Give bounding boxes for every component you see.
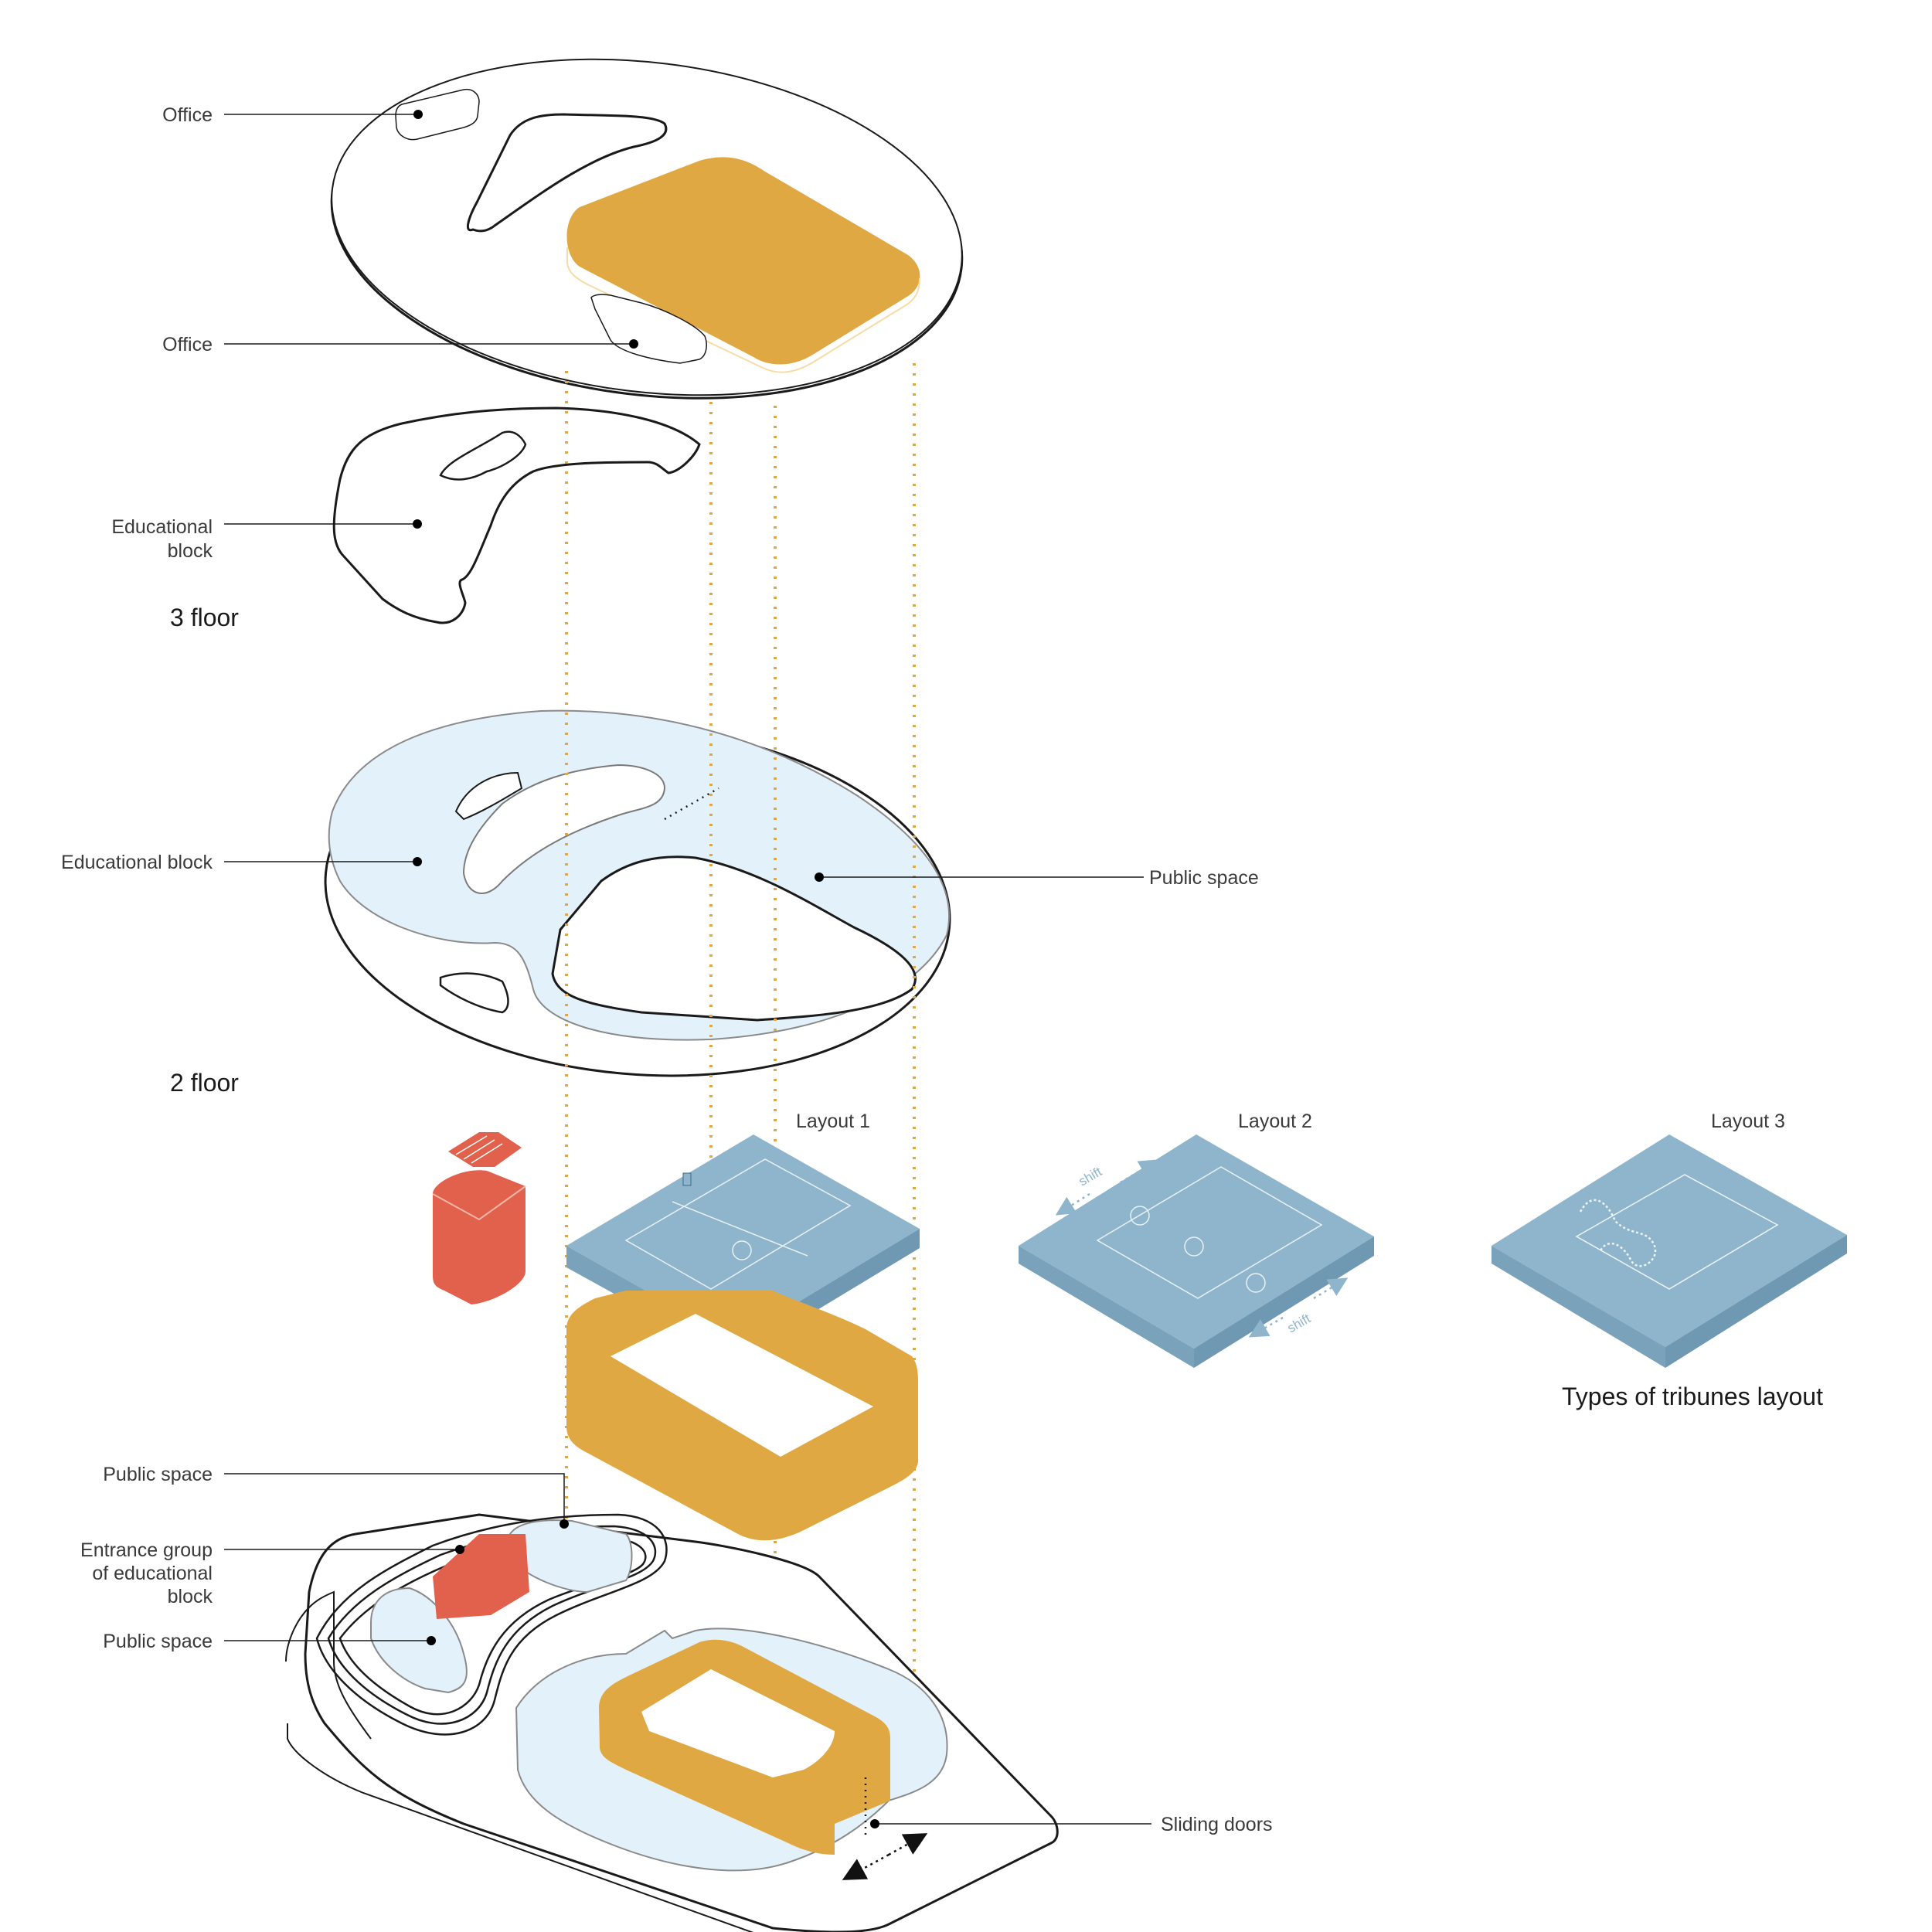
alignment-lines <box>565 363 916 1700</box>
tribune-layout-3 <box>1492 1134 1847 1368</box>
floor-2-corner-void <box>439 972 509 1014</box>
entrance-group-red <box>433 1534 529 1619</box>
floor-3-void <box>466 113 668 233</box>
floor-3-hall-edge <box>566 247 920 373</box>
label-educational-3-line2: block <box>168 540 213 562</box>
tribune-2-right-face <box>1194 1236 1374 1368</box>
educational-void <box>439 430 527 481</box>
orange-hall <box>566 1291 918 1541</box>
floor-2-small-void <box>454 771 523 821</box>
floor-1-slab-edge <box>285 1590 372 1740</box>
tribune-2-circle <box>1130 1206 1150 1226</box>
shift-arrow-icon <box>1120 1159 1159 1184</box>
label-public-bottom-1: Public space <box>103 1631 213 1652</box>
tribune-1-top <box>566 1134 920 1341</box>
tribune-2-top <box>1019 1134 1374 1349</box>
layout-2-label: Layout 2 <box>1238 1111 1312 1132</box>
entrance-box-edge <box>432 1185 526 1221</box>
label-entrance-line3: block <box>168 1586 213 1607</box>
tribune-2-circle <box>1184 1236 1204 1257</box>
tribunes-title: Types of tribunes layout <box>1562 1383 1823 1410</box>
label-entrance-line1: Entrance group <box>80 1539 213 1561</box>
floor-1-slab-base <box>287 1723 754 1932</box>
floor-2-hall-opening <box>551 855 917 1022</box>
educational-slab-shape <box>332 406 701 624</box>
tribune-1-court <box>624 1158 852 1290</box>
label-office-top: Office <box>162 104 213 126</box>
floor-3-title: 3 floor <box>170 604 239 631</box>
floor-2-title: 2 floor <box>170 1069 239 1097</box>
label-sliding-doors: Sliding doors <box>1161 1814 1273 1835</box>
leader-lines <box>224 110 1151 1828</box>
entrance-box <box>433 1170 526 1304</box>
floor-3-educational-block <box>332 406 701 624</box>
floor-1 <box>285 1513 1059 1932</box>
shift-label: shift <box>1077 1164 1105 1189</box>
arrow-icon <box>888 1833 928 1856</box>
label-entrance-line2: of educational <box>92 1563 213 1584</box>
label-office-bottom: Office <box>162 334 213 355</box>
tribune-3-left-face <box>1492 1246 1665 1368</box>
tribune-2-circle <box>1246 1273 1266 1293</box>
stair-icon <box>448 1132 522 1167</box>
public-space-glass-top <box>509 1519 633 1594</box>
floor-2-courtyard-void <box>462 764 666 894</box>
arrow-icon <box>842 1853 889 1880</box>
tribune-2-court <box>1096 1166 1323 1299</box>
stair-step <box>455 1135 488 1155</box>
office-bottom-block <box>590 294 707 364</box>
stair-step <box>471 1143 503 1164</box>
layout-1-label: Layout 1 <box>796 1111 870 1132</box>
label-public-top-1: Public space <box>103 1464 213 1485</box>
tribune-2-left-face <box>1019 1246 1194 1368</box>
floor-3-hall-roof <box>566 157 920 365</box>
tribune-layout-2: shift shift <box>1019 1134 1374 1368</box>
floor-2 <box>324 709 951 1077</box>
tribune-1-flag <box>682 1172 692 1186</box>
label-educational-3-line1: Educational <box>111 516 213 538</box>
tribune-1-court-line <box>672 1201 808 1257</box>
hall-band-inner <box>611 1314 873 1457</box>
tribune-3-top <box>1492 1134 1847 1347</box>
stair-step <box>463 1139 495 1160</box>
red-entrance-block <box>432 1132 526 1304</box>
layout-3-label: Layout 3 <box>1711 1111 1785 1132</box>
label-educational-2: Educational block <box>61 852 213 873</box>
leader-public-top-1 <box>224 1473 569 1529</box>
tribune-3-right-face <box>1665 1235 1847 1368</box>
floor-1-orange-hall-inner <box>641 1669 835 1777</box>
office-top-block <box>395 88 480 141</box>
floor-2-dotted-connector <box>664 787 719 821</box>
floor-3 <box>330 58 964 400</box>
tribune-1-court-circle <box>732 1240 752 1260</box>
shift-label: shift <box>1285 1311 1314 1335</box>
label-public-2: Public space <box>1149 867 1259 889</box>
tribune-3-court <box>1575 1174 1779 1290</box>
